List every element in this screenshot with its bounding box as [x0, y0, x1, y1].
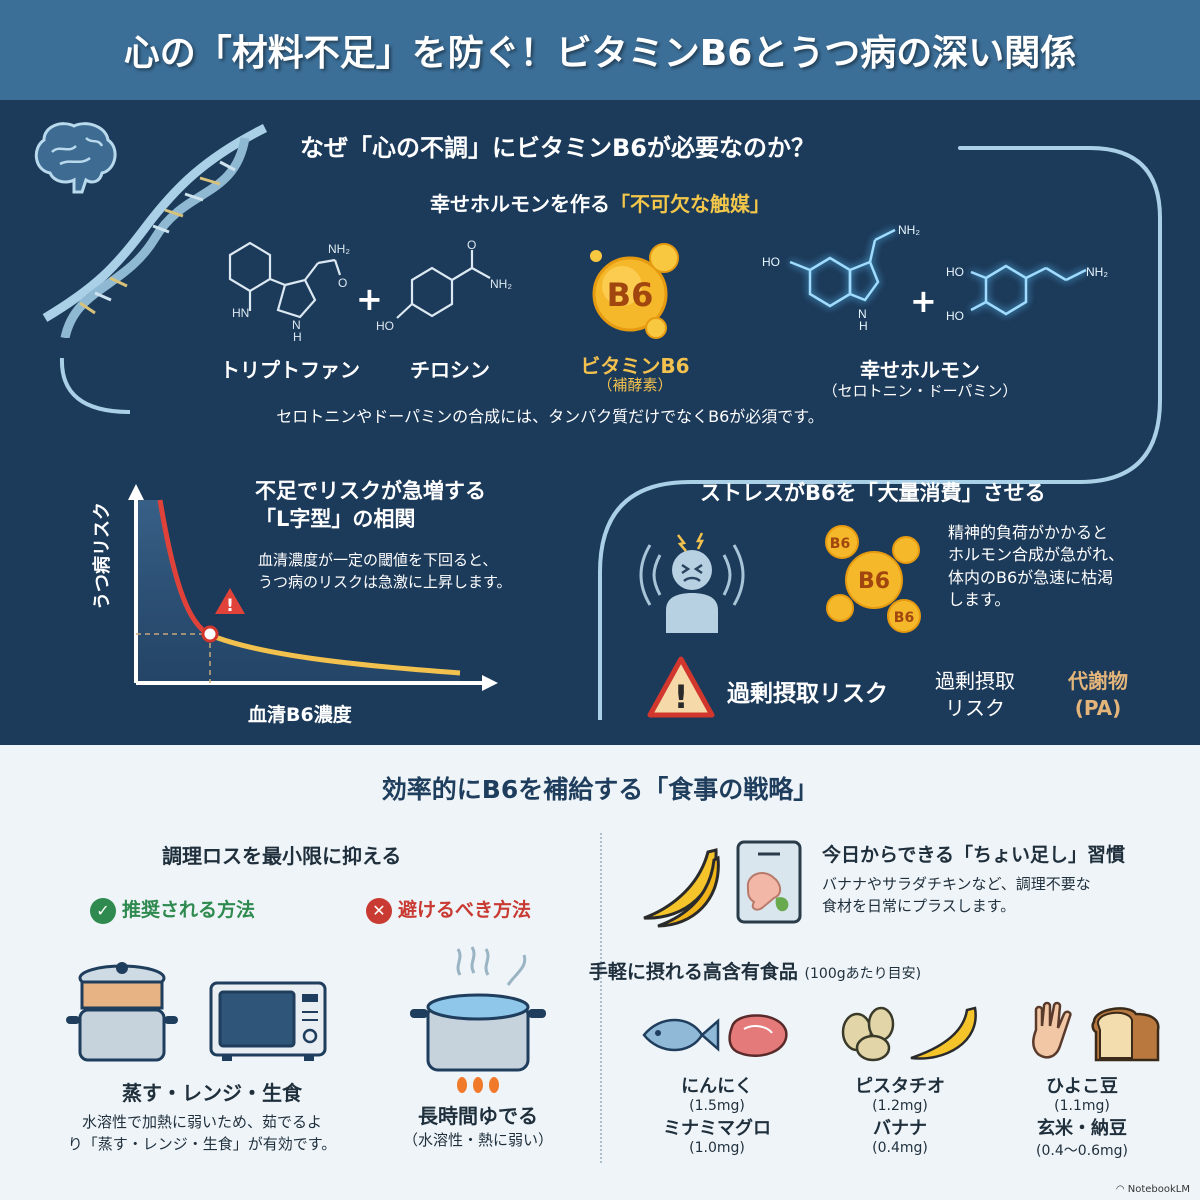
- stressed-person-icon: [639, 532, 745, 633]
- overdose-warning-icon: !: [647, 656, 715, 718]
- serotonin-structure-icon: HO NH₂ N H: [762, 223, 920, 333]
- fish-icon: [642, 1018, 720, 1052]
- salad-chicken-pack-icon: [736, 840, 802, 924]
- stress-description: 精神的負荷がかかると ホルモン合成が急がれ、 体内のB6が急速に枯渇 します。: [948, 523, 1125, 610]
- svg-text:B6: B6: [607, 276, 654, 314]
- meat-icon: [728, 1014, 788, 1058]
- metabolite-label: 代謝物 (PA): [1068, 669, 1128, 720]
- recommended-methods-label: 蒸す・レンジ・生食: [122, 1081, 302, 1105]
- banana-icon: [910, 1006, 977, 1060]
- hand-icon: [1032, 1001, 1072, 1059]
- happy-hormone-label: 幸せホルモン: [860, 358, 980, 382]
- bread-icon: [1091, 1007, 1160, 1062]
- subtitle-highlight: 「不可欠な触媒」: [610, 192, 770, 216]
- pistachio-and-banana-icons: [841, 1006, 977, 1062]
- l-shaped-risk-chart: !: [128, 484, 498, 691]
- svg-text:B6: B6: [894, 610, 914, 626]
- svg-text:O: O: [338, 276, 347, 290]
- check-icon: ✓: [90, 897, 116, 924]
- habit-heading: 今日からできる「ちょい足し」習慣: [822, 844, 1126, 866]
- recommended-heading: ✓推奨される方法: [90, 895, 255, 924]
- overdose-risk-label: 過剰摂取リスク: [727, 681, 888, 707]
- notebooklm-logo-icon: ◠: [1115, 1184, 1128, 1195]
- synthesis-note: セロトニンやドーパミンの合成には、タンパク質だけでなくB6が必須です。: [276, 407, 824, 426]
- brain-icon: [34, 122, 117, 194]
- coenzyme-label: （補酵素）: [597, 376, 673, 394]
- overdose-risk-small: 過剰摂取 リスク: [935, 669, 1015, 720]
- catalyst-subtitle: 幸せホルモンを作る「不可欠な触媒」: [0, 188, 1200, 217]
- svg-text:HO: HO: [762, 255, 780, 269]
- tryptophan-label: トリプトファン: [220, 358, 360, 382]
- tryptophan-structure-icon: HN N H NH₂ O: [228, 241, 350, 344]
- avoid-heading: ✕避けるべき方法: [366, 895, 531, 924]
- svg-text:O: O: [467, 240, 476, 252]
- pistachio-icon: [841, 1006, 895, 1062]
- vitamin-b6-capsule-icon: B6: [590, 243, 679, 339]
- svg-text:NH₂: NH₂: [490, 277, 512, 291]
- svg-text:H: H: [859, 319, 868, 333]
- dna-icon: [42, 123, 268, 338]
- steamer-pot-icon: [66, 962, 178, 1062]
- diet-strategy-heading: 効率的にB6を補給する「食事の戦略」: [381, 775, 819, 804]
- header-banner: 心の「材料不足」を防ぐ！ビタミンB6とうつ病の深い関係: [0, 0, 1200, 100]
- vitamin-b6-label: ビタミンB6: [580, 354, 690, 378]
- svg-text:!: !: [674, 678, 689, 716]
- svg-text:HO: HO: [946, 265, 964, 279]
- avoid-method-label: 長時間ゆでる: [418, 1104, 538, 1128]
- b6-molecules-icon: B6 B6 B6: [825, 525, 921, 633]
- page-title: 心の「材料不足」を防ぐ！ビタミンB6とうつ病の深い関係: [123, 33, 1077, 74]
- notebooklm-credit: ◠ NotebookLM: [1115, 1184, 1190, 1195]
- svg-text:N: N: [858, 307, 867, 321]
- svg-text:N: N: [292, 318, 301, 332]
- svg-text:B6: B6: [858, 569, 890, 594]
- food-group-2: ピスタチオ (1.2mg) バナナ (0.4mg): [855, 1076, 945, 1156]
- x-axis-label: 血清B6濃度: [248, 704, 352, 726]
- svg-text:H: H: [293, 330, 302, 344]
- svg-text:B6: B6: [830, 536, 850, 552]
- subtitle-prefix: 幸せホルモンを作る: [430, 192, 610, 216]
- svg-text:NH₂: NH₂: [328, 242, 350, 256]
- food-group-3: ひよこ豆 (1.1mg) 玄米・納豆 (0.4〜0.6mg): [1036, 1076, 1128, 1159]
- stress-heading: ストレスがB6を「大量消費」させる: [700, 481, 1046, 505]
- y-axis-label: うつ病リスク: [92, 502, 113, 610]
- cross-icon: ✕: [366, 897, 392, 924]
- banana-icon: [643, 848, 720, 928]
- hand-and-bread-icons: [1032, 1001, 1160, 1062]
- risk-heading: 不足でリスクが急増する 「L字型」の相関: [255, 479, 486, 532]
- tyrosine-structure-icon: O NH₂ HO: [376, 240, 512, 333]
- recommended-methods-desc: 水溶性で加熱に弱いため、茹でるよ り「蒸す・レンジ・生食」が有効です。: [67, 1113, 337, 1153]
- habit-description: バナナやサラダチキンなど、調理不要な 食材を日常にプラスします。: [822, 875, 1091, 915]
- cooking-loss-heading: 調理ロスを最小限に抑える: [162, 844, 402, 868]
- svg-text:NH₂: NH₂: [1086, 265, 1108, 279]
- svg-text:!: !: [226, 596, 234, 616]
- svg-text:NH₂: NH₂: [898, 223, 920, 237]
- why-question-heading: なぜ「心の不調」にビタミンB6が必要なのか？: [300, 134, 815, 162]
- avoid-method-desc: （水溶性・熱に弱い）: [402, 1131, 553, 1149]
- serotonin-dopamine-label: （セロトニン・ドーパミン）: [822, 382, 1018, 400]
- plus-sign-1: +: [356, 280, 383, 318]
- svg-text:HO: HO: [946, 309, 964, 323]
- tyrosine-label: チロシン: [410, 358, 490, 382]
- warning-icon: [215, 588, 245, 614]
- connector-curves: [59, 146, 1162, 720]
- dopamine-structure-icon: HO HO NH₂: [946, 264, 1108, 323]
- plus-sign-2: +: [910, 282, 937, 320]
- svg-text:HN: HN: [232, 306, 249, 320]
- svg-text:HO: HO: [376, 319, 394, 333]
- section-divider: [600, 833, 602, 1163]
- fish-and-meat-icons: [642, 1014, 788, 1058]
- boiling-pot-icon: [410, 946, 546, 1093]
- food-group-1: にんにく (1.5mg) ミナミマグロ (1.0mg): [663, 1076, 771, 1156]
- microwave-icon: [209, 981, 327, 1061]
- high-content-foods-heading: 手軽に摂れる高含有食品 (100gあたり目安): [588, 961, 922, 983]
- risk-description: 血清濃度が一定の閾値を下回ると、 うつ病のリスクは急激に上昇します。: [258, 551, 512, 591]
